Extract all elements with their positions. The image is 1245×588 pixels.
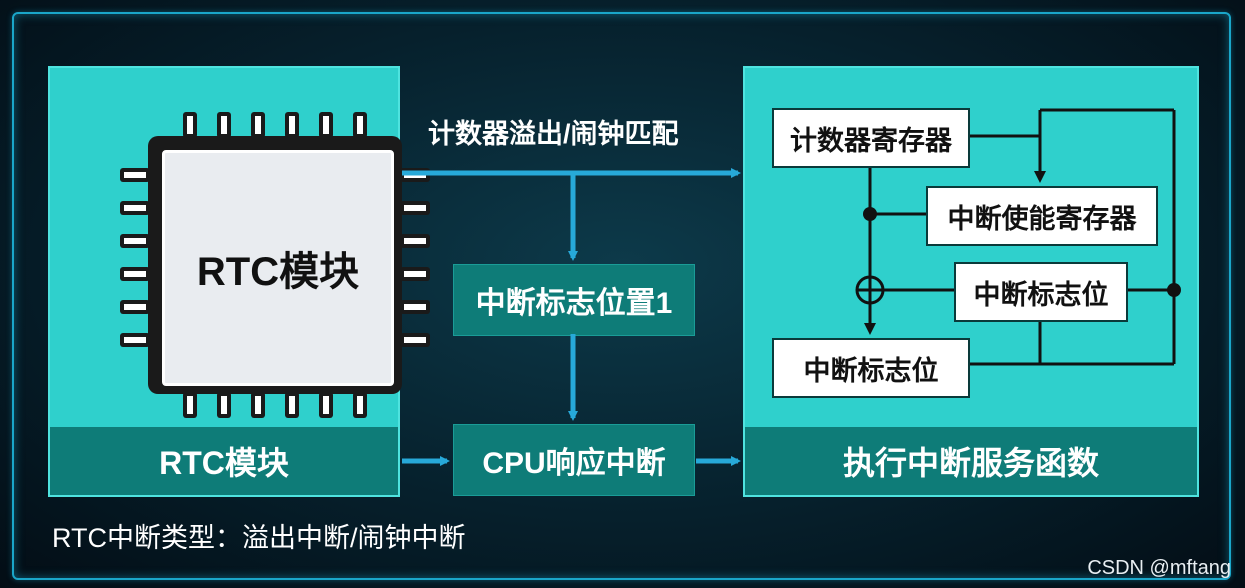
chip-pin-icon <box>400 300 430 314</box>
counter-register-box: 计数器寄存器 <box>772 108 970 168</box>
chip-icon: RTC模块 <box>100 88 430 418</box>
chip-pin-icon <box>251 392 265 418</box>
footnote: RTC中断类型：溢出中断/闹钟中断 <box>52 523 466 553</box>
chip-pin-icon <box>353 112 367 138</box>
chip-pin-icon <box>183 112 197 138</box>
outer-frame <box>12 12 1231 580</box>
junction-dot-right-icon <box>1167 283 1181 297</box>
interrupt-enable-register-box: 中断使能寄存器 <box>926 186 1158 246</box>
chip-pin-icon <box>120 168 150 182</box>
rtc-footer-label: RTC模块 <box>50 427 398 495</box>
chip-pin-icon <box>251 112 265 138</box>
chip-pin-icon <box>183 392 197 418</box>
chip-pin-icon <box>120 333 150 347</box>
rtc-panel: RTC模块 RTC模块 <box>48 66 430 497</box>
chip-pin-icon <box>120 267 150 281</box>
isr-footer-label: 执行中断服务函数 <box>745 427 1197 495</box>
xor-gate-icon <box>855 275 885 305</box>
chip-pin-icon <box>400 201 430 215</box>
chip-pin-icon <box>120 201 150 215</box>
chip-pin-icon <box>285 112 299 138</box>
chip-pin-icon <box>400 333 430 347</box>
chip-label: RTC模块 <box>162 150 394 386</box>
watermark: CSDN @mftang <box>1087 557 1231 579</box>
interrupt-flag-box-bottom: 中断标志位 <box>772 338 970 398</box>
chip-pin-icon <box>353 392 367 418</box>
interrupt-flag-box-right: 中断标志位 <box>954 262 1128 322</box>
chip-pin-icon <box>400 267 430 281</box>
arrow-top-label: 计数器溢出/闹钟匹配 <box>428 119 679 149</box>
chip-pin-icon <box>319 112 333 138</box>
chip-pin-icon <box>319 392 333 418</box>
chip-pin-icon <box>217 112 231 138</box>
junction-dot-enable-icon <box>863 207 877 221</box>
chip-pin-icon <box>217 392 231 418</box>
chip-pin-icon <box>285 392 299 418</box>
cpu-response-box: CPU响应中断 <box>453 424 695 496</box>
chip-pin-icon <box>120 234 150 248</box>
chip-pin-icon <box>120 300 150 314</box>
chip-pin-icon <box>400 234 430 248</box>
